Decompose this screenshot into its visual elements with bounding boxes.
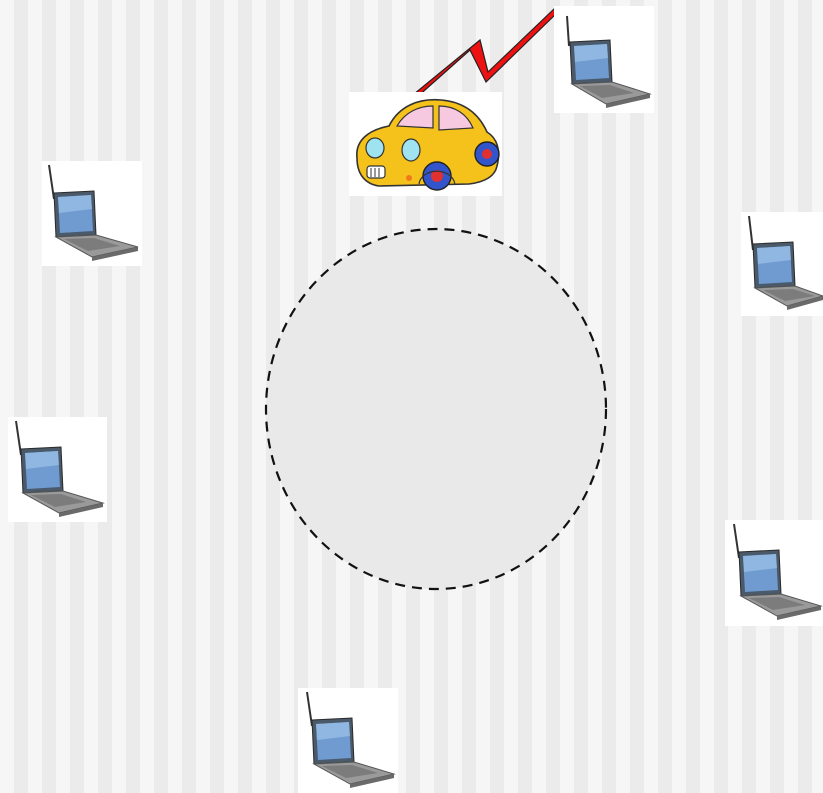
laptop-icon (741, 212, 823, 316)
laptop-icon (8, 417, 107, 522)
laptop-icon (554, 6, 654, 113)
coverage-area-circle (266, 229, 606, 589)
laptop-node-top-right (554, 6, 654, 113)
laptop-icon (725, 520, 823, 626)
lightning-bolt-icon (414, 8, 560, 98)
car-icon (349, 92, 502, 196)
laptop-icon (42, 161, 142, 266)
car-node (349, 92, 502, 196)
laptop-node-right (741, 212, 823, 316)
laptop-node-lower-right (725, 520, 823, 626)
laptop-node-upper-left (42, 161, 142, 266)
laptop-icon (298, 688, 398, 793)
laptop-node-bottom (298, 688, 398, 793)
laptop-node-left (8, 417, 107, 522)
